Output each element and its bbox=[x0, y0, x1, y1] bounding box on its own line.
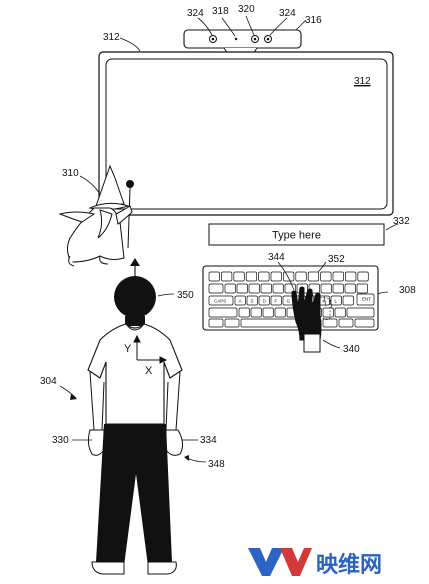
keyboard-key bbox=[344, 283, 356, 294]
keyboard-key bbox=[248, 283, 260, 294]
key-letter: A bbox=[239, 299, 242, 304]
ref-350: 350 bbox=[177, 290, 194, 301]
ref-348: 348 bbox=[208, 459, 225, 470]
sensor-leaders bbox=[197, 15, 307, 37]
ref-304: 304 bbox=[40, 376, 57, 387]
keyboard-key bbox=[338, 318, 354, 328]
keyboard-key bbox=[224, 318, 240, 328]
keyboard-key bbox=[334, 307, 346, 318]
key-letter: D bbox=[263, 299, 267, 304]
ref-344: 344 bbox=[268, 252, 285, 263]
hand-avatar bbox=[291, 286, 333, 353]
keyboard-key bbox=[320, 271, 332, 282]
key-caps: CAPS bbox=[214, 299, 226, 304]
ref-324-left: 324 bbox=[187, 8, 204, 19]
wizard-avatar bbox=[58, 164, 134, 267]
watermark-logo bbox=[248, 548, 312, 576]
display-monitor bbox=[98, 51, 394, 216]
key-letter: F bbox=[275, 299, 278, 304]
keyboard-key bbox=[208, 283, 224, 294]
user-left-hand bbox=[87, 429, 105, 456]
keyboard-key bbox=[332, 271, 344, 282]
ref-318: 318 bbox=[212, 6, 229, 17]
keyboard-key bbox=[357, 271, 369, 282]
keyboard-key bbox=[320, 283, 332, 294]
watermark-text: 映维网 bbox=[316, 552, 382, 578]
keyboard-key bbox=[330, 295, 342, 306]
keyboard-key bbox=[260, 283, 272, 294]
keyboard-key bbox=[270, 295, 282, 306]
keyboard-key bbox=[322, 307, 334, 318]
depth-camera-sensor bbox=[183, 29, 302, 55]
ref-320: 320 bbox=[238, 4, 255, 15]
axis-x-label: X bbox=[145, 365, 153, 377]
user-figure bbox=[87, 276, 184, 575]
keyboard-key bbox=[250, 307, 262, 318]
keyboard-key bbox=[221, 271, 233, 282]
key-letter: G bbox=[287, 299, 291, 304]
type-here-text-box: Type here bbox=[208, 223, 385, 246]
keyboard-key bbox=[270, 271, 282, 282]
keyboard-key bbox=[236, 283, 248, 294]
keyboard-key bbox=[354, 318, 375, 328]
keyboard-key bbox=[272, 283, 284, 294]
ref-334: 334 bbox=[200, 435, 217, 446]
ref-324-right: 324 bbox=[279, 8, 296, 19]
keyboard-key bbox=[246, 295, 258, 306]
ref-310: 310 bbox=[62, 168, 79, 179]
ref-330: 330 bbox=[52, 435, 69, 446]
key-letter: K bbox=[323, 299, 326, 304]
ref-340: 340 bbox=[343, 344, 360, 355]
ref-308: 308 bbox=[399, 285, 416, 296]
body-axes bbox=[133, 334, 168, 364]
user-right-hand bbox=[165, 429, 184, 456]
keyboard-key bbox=[258, 295, 270, 306]
key-enter: ENT bbox=[362, 297, 371, 302]
keyboard-key bbox=[234, 295, 246, 306]
keyboard-key bbox=[245, 271, 258, 282]
keyboard-key bbox=[342, 295, 354, 306]
keyboard-key bbox=[307, 271, 320, 282]
keyboard-key-caps bbox=[208, 295, 234, 306]
keyboard-key bbox=[346, 307, 375, 318]
keyboard-key bbox=[208, 318, 224, 328]
ref-312-screen: 312 bbox=[354, 76, 371, 87]
keyboard-key bbox=[208, 271, 220, 282]
keyboard-key bbox=[224, 283, 236, 294]
ref-332: 332 bbox=[393, 216, 410, 227]
keyboard-key bbox=[295, 271, 307, 282]
ref-352: 352 bbox=[328, 254, 345, 265]
keyboard-key bbox=[332, 283, 344, 294]
text-box-label: Type here bbox=[272, 230, 321, 242]
keyboard-key bbox=[238, 307, 250, 318]
key-letter: S bbox=[251, 299, 254, 304]
user-pants bbox=[96, 424, 172, 566]
keyboard-key bbox=[274, 307, 286, 318]
keyboard-key bbox=[262, 307, 274, 318]
keyboard-key bbox=[233, 271, 245, 282]
user-head bbox=[114, 276, 156, 318]
keyboard-key bbox=[345, 271, 357, 282]
keyboard-key-enter bbox=[356, 293, 375, 306]
keyboard-key bbox=[208, 307, 238, 318]
keyboard-key bbox=[258, 271, 270, 282]
key-letter: L bbox=[335, 299, 338, 304]
keyboard-key bbox=[283, 271, 295, 282]
virtual-keyboard: CAPS ENT ASDFGHJKL bbox=[202, 265, 379, 331]
keyboard-key bbox=[356, 283, 368, 294]
ref-312-frame: 312 bbox=[103, 32, 120, 43]
axis-y-label: Y bbox=[124, 343, 132, 355]
ref-316: 316 bbox=[305, 15, 322, 26]
keyboard-key bbox=[322, 318, 338, 328]
